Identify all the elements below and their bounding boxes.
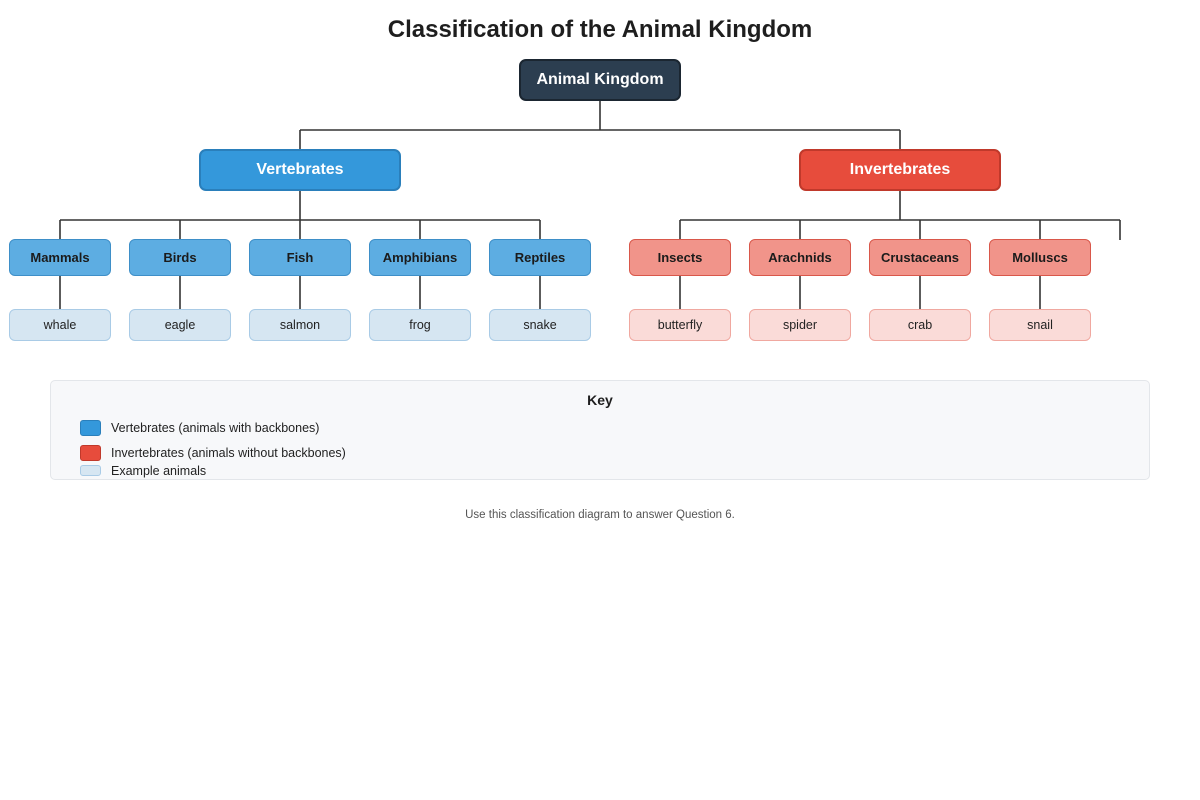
node-amphibians: Amphibians — [369, 239, 471, 276]
node-arachnids: Arachnids — [749, 239, 851, 276]
node-molluscs: Molluscs — [989, 239, 1091, 276]
key-label-vertebrates: Vertebrates (animals with backbones) — [111, 421, 320, 435]
key-panel: Key Vertebrates (animals with backbones)… — [50, 380, 1150, 480]
key-swatch-vertebrates — [80, 420, 101, 436]
node-insects: Insects — [629, 239, 731, 276]
node-mammals: Mammals — [9, 239, 111, 276]
node-vertebrates: Vertebrates — [199, 149, 401, 191]
example-salmon: salmon — [249, 309, 351, 341]
node-invertebrates: Invertebrates — [799, 149, 1001, 191]
example-snail: snail — [989, 309, 1091, 341]
key-label-invertebrates: Invertebrates (animals without backbones… — [111, 446, 346, 460]
node-animal-kingdom: Animal Kingdom — [519, 59, 681, 101]
example-frog: frog — [369, 309, 471, 341]
node-fish: Fish — [249, 239, 351, 276]
node-reptiles: Reptiles — [489, 239, 591, 276]
node-crustaceans: Crustaceans — [869, 239, 971, 276]
example-crab: crab — [869, 309, 971, 341]
example-snake: snake — [489, 309, 591, 341]
example-spider: spider — [749, 309, 851, 341]
key-title: Key — [587, 392, 613, 408]
node-birds: Birds — [129, 239, 231, 276]
key-swatch-invertebrates — [80, 445, 101, 461]
key-swatch-examples — [80, 465, 101, 476]
example-whale: whale — [9, 309, 111, 341]
example-butterfly: butterfly — [629, 309, 731, 341]
footer-note: Use this classification diagram to answe… — [465, 509, 735, 521]
example-eagle: eagle — [129, 309, 231, 341]
key-label-examples: Example animals — [111, 464, 207, 478]
diagram-title: Classification of the Animal Kingdom — [387, 16, 813, 43]
